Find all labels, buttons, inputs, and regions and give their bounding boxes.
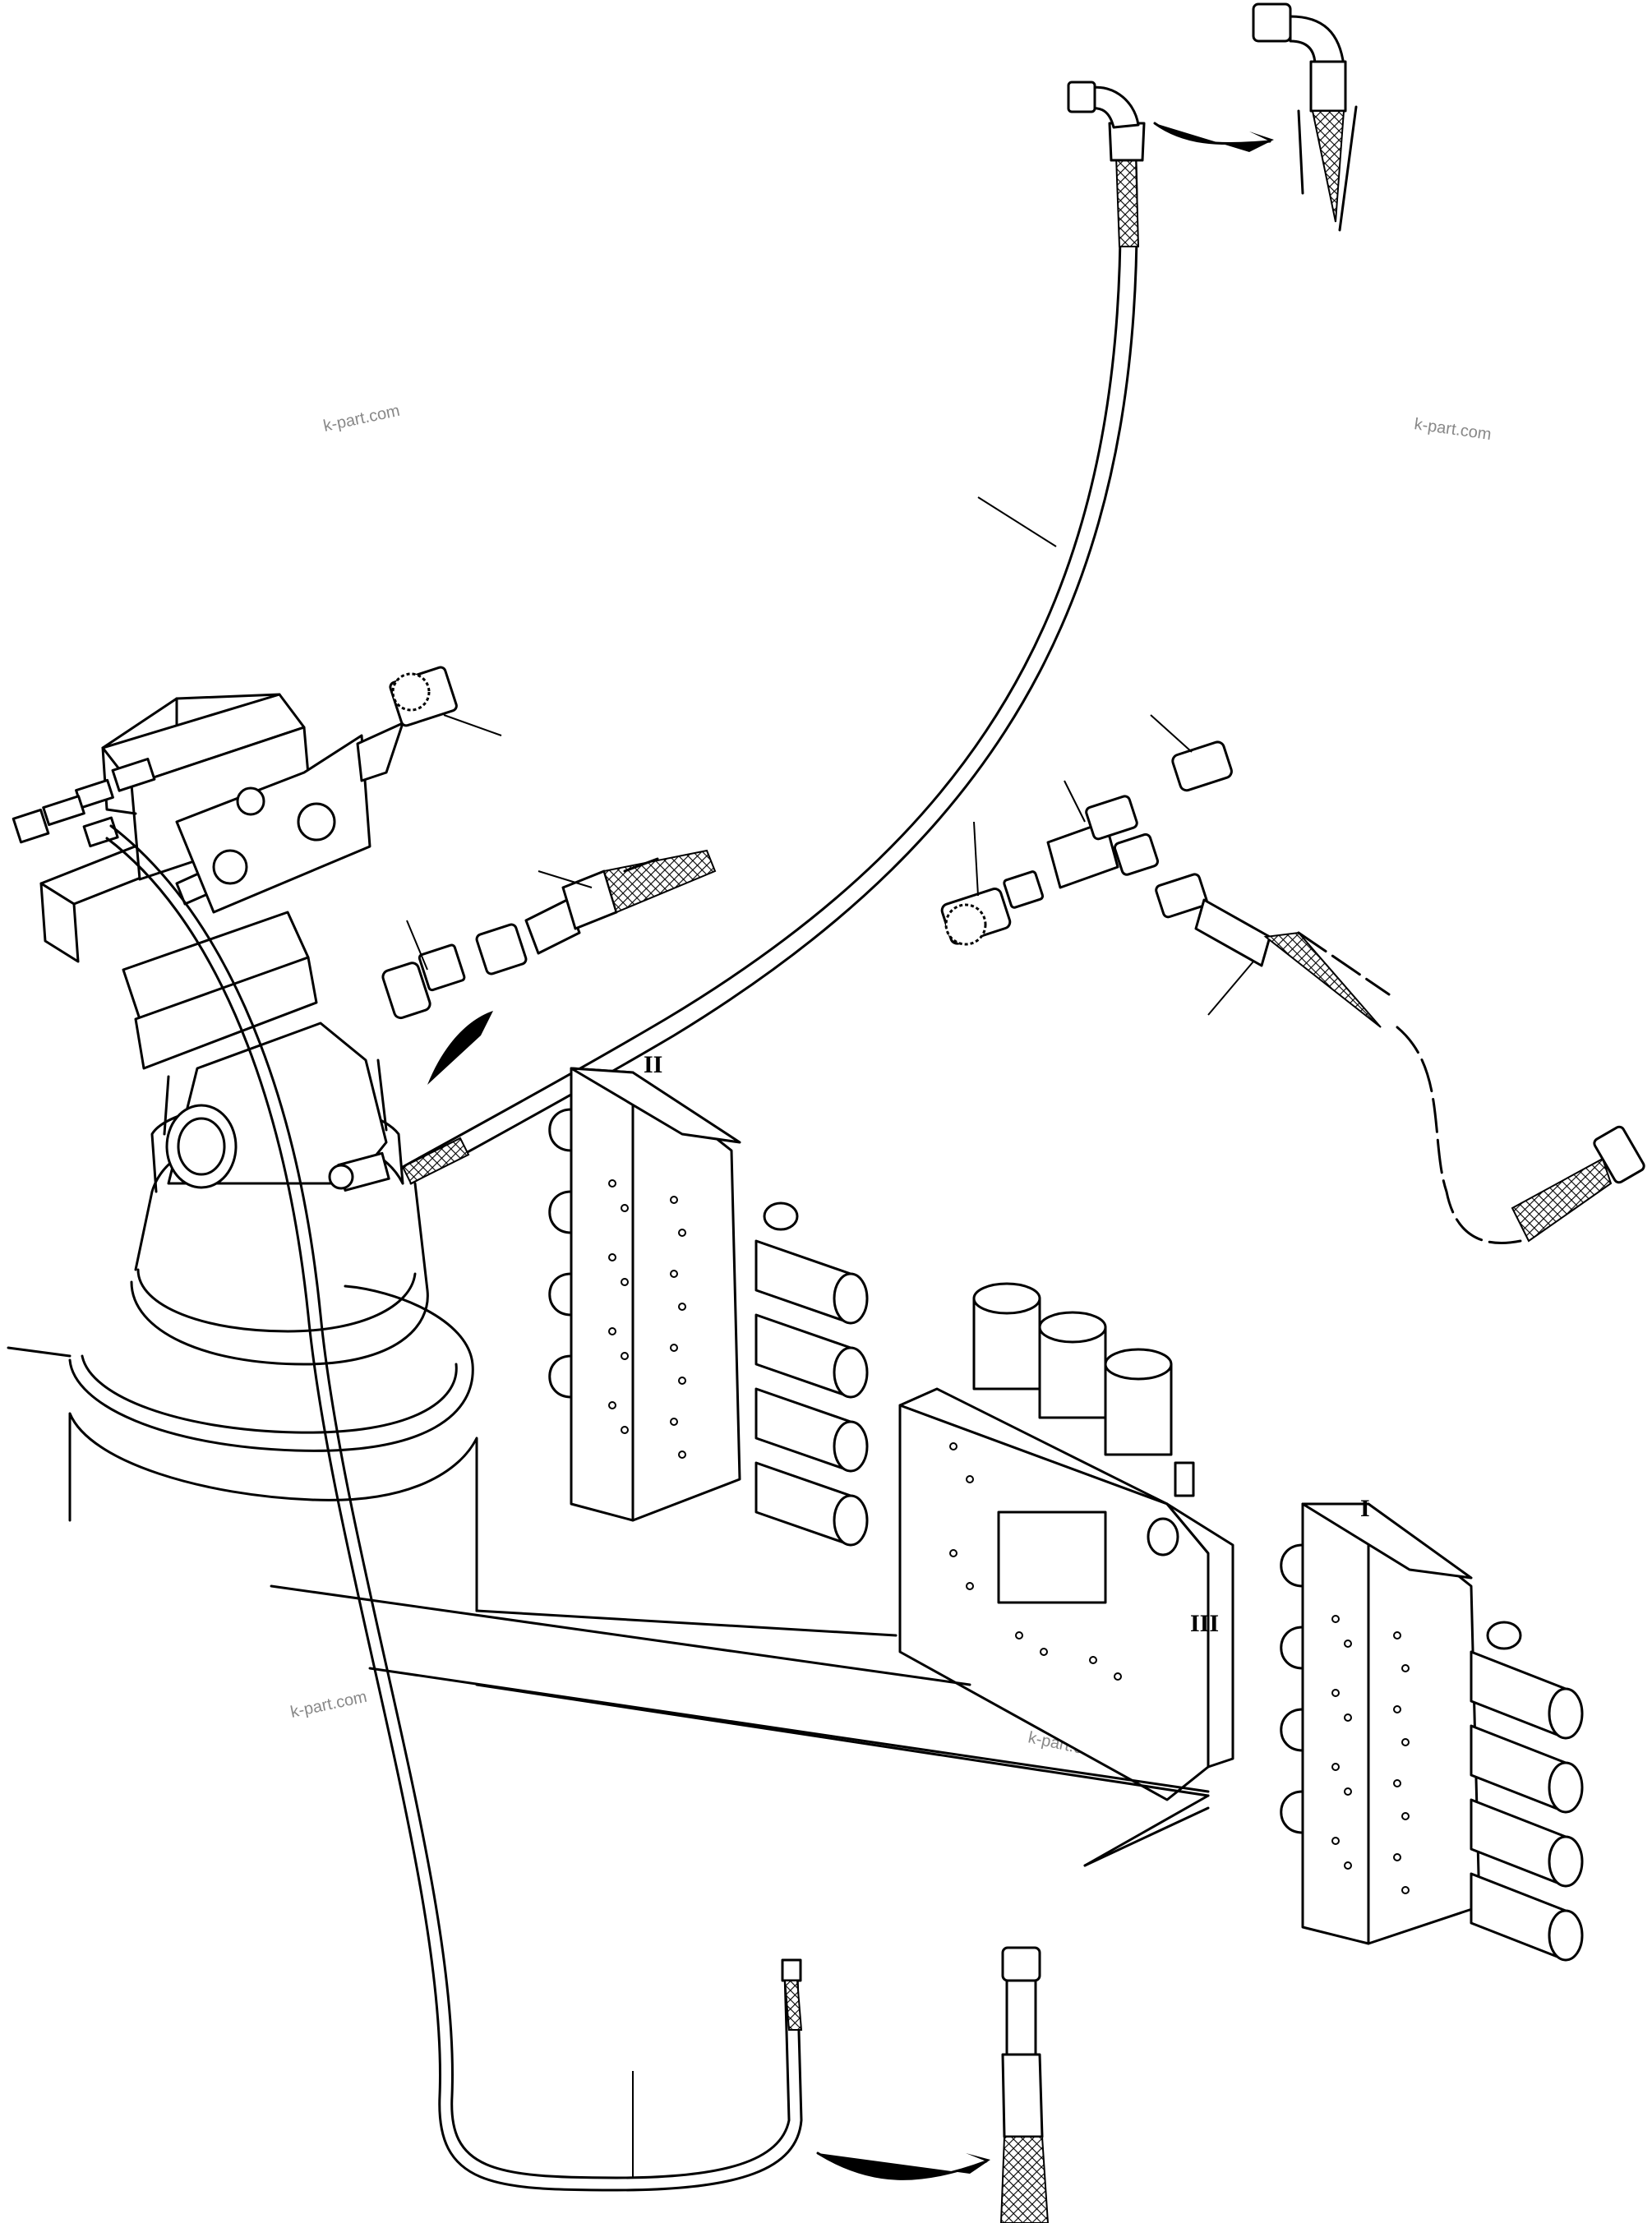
hose-detail-bottom [816,1946,1050,2223]
watermark: k-part.com [288,1688,368,1722]
valve-label-iii: III [1190,1610,1219,1637]
valve-spools [972,1282,1173,1456]
valve-ports [1331,1615,1410,1894]
tee-fitting-assembly [940,714,1645,1244]
hose-detail-top [1252,2,1358,232]
valve-ports [608,1179,686,1459]
side-fitting [328,1151,390,1192]
control-valve-i: I [1280,1495,1584,1962]
leader-lines [7,1346,1210,1867]
thin-pilot-hose [105,824,803,2192]
watermark: k-part.com [321,402,401,436]
valve-label-i: I [1360,1495,1370,1522]
quick-coupler [356,666,502,782]
elbow-fitting [12,758,156,848]
leader-line [977,496,1057,547]
hose-adapter [381,849,717,1085]
control-valve-iii: III [898,1282,1234,1801]
valve-spools [754,1239,869,1547]
pressure-hose [401,81,1274,1185]
swivel-joint-assembly [12,693,478,1612]
valve-label-ii: II [644,1051,662,1078]
valve-ports [949,1442,1122,1681]
control-valve-ii: II [548,1051,869,1547]
watermark: k-part.com [1413,415,1493,444]
valve-spools [1470,1650,1584,1962]
